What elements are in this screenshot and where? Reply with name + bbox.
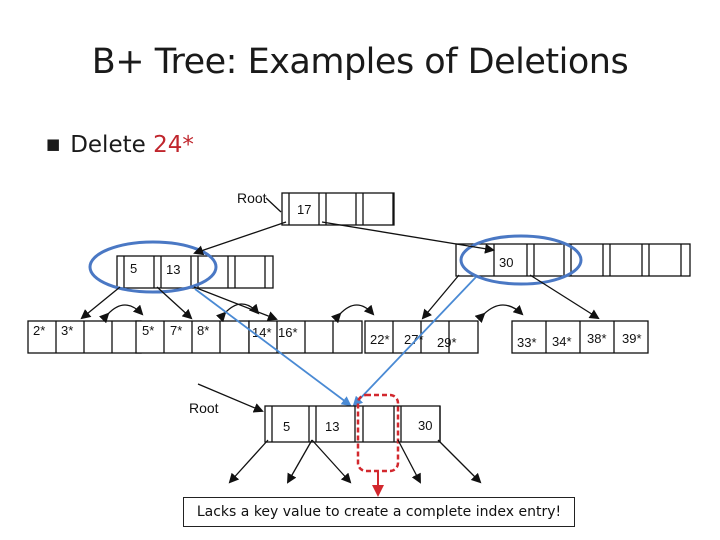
root-to-left-pointer xyxy=(193,221,287,256)
leaf-4-entry-2: 27* xyxy=(404,332,424,347)
left-internal-key-2: 13 xyxy=(166,262,180,277)
merge-pointer-left xyxy=(194,288,352,407)
bullet-square-icon: ■ xyxy=(46,135,61,153)
sibling-link-1-2 xyxy=(98,304,144,324)
bullet-key: 24* xyxy=(153,132,194,158)
leaf-1-entry-2: 3* xyxy=(61,323,73,338)
callout-box: Lacks a key value to create a complete i… xyxy=(183,497,575,527)
leaf-5-entry-2: 34* xyxy=(552,334,572,349)
new-ptr-5 xyxy=(437,439,482,484)
leaf-3-entry-1: 14* xyxy=(252,325,272,340)
leaf-4-entry-1: 22* xyxy=(370,332,390,347)
root-label: Root xyxy=(237,190,267,206)
new-root-key-2: 13 xyxy=(325,419,339,434)
right-merge-highlight xyxy=(459,234,583,286)
bullet-delete: ■ Delete 24* xyxy=(46,132,194,158)
left-merge-highlight xyxy=(88,240,218,294)
new-root-label: Root xyxy=(189,400,219,416)
leaf-4-entry-3: 29* xyxy=(437,335,457,350)
left-internal-key-1: 5 xyxy=(130,261,137,276)
ptr-to-leaf-1 xyxy=(80,286,121,320)
new-root-key-4: 30 xyxy=(418,418,432,433)
leaf-node-5: 33* 34* 38* 39* xyxy=(511,320,649,354)
leaf-3-entry-2: 16* xyxy=(278,325,298,340)
root-to-right-pointer xyxy=(321,221,495,254)
merge-pointer-right xyxy=(352,276,477,407)
slide-title: B+ Tree: Examples of Deletions xyxy=(91,42,629,82)
sibling-link-2-3 xyxy=(215,303,260,323)
new-ptr-4 xyxy=(397,439,421,484)
leaf-node-3: 14* 16* xyxy=(248,320,363,354)
leaf-2-entry-1: 5* xyxy=(142,323,154,338)
bullet-prefix: Delete xyxy=(70,132,154,158)
new-root-node: 5 13 30 xyxy=(264,405,441,443)
ptr-to-leaf-4 xyxy=(421,274,460,320)
leaf-5-entry-1: 33* xyxy=(517,335,537,350)
root-label-pointer xyxy=(265,197,282,213)
ptr-to-leaf-3 xyxy=(193,286,278,321)
root-key-1: 17 xyxy=(297,202,311,217)
leaf-node-1: 2* 3* xyxy=(27,320,142,354)
sibling-link-4-5 xyxy=(474,304,524,324)
leaf-5-entry-3: 38* xyxy=(587,331,607,346)
left-internal-node: 5 13 xyxy=(116,255,274,289)
leaf-1-entry-1: 2* xyxy=(33,323,45,338)
sibling-link-3-4 xyxy=(330,304,375,324)
right-internal-key-1: 30 xyxy=(499,255,513,270)
new-root-key-1: 5 xyxy=(283,419,290,434)
new-ptr-1 xyxy=(228,439,269,484)
new-ptr-3 xyxy=(311,439,352,484)
new-root-label-pointer xyxy=(197,383,264,413)
root-node: 17 xyxy=(281,192,395,226)
leaf-2-entry-2: 7* xyxy=(170,323,182,338)
ptr-to-leaf-2 xyxy=(156,286,193,320)
leaf-2-entry-3: 8* xyxy=(197,323,209,338)
leaf-node-2: 5* 7* 8* xyxy=(135,320,250,354)
ptr-to-leaf-5 xyxy=(529,274,600,320)
new-ptr-2 xyxy=(287,439,313,484)
leaf-node-4: 22* 27* 29* xyxy=(364,320,479,354)
leaf-5-entry-4: 39* xyxy=(622,331,642,346)
